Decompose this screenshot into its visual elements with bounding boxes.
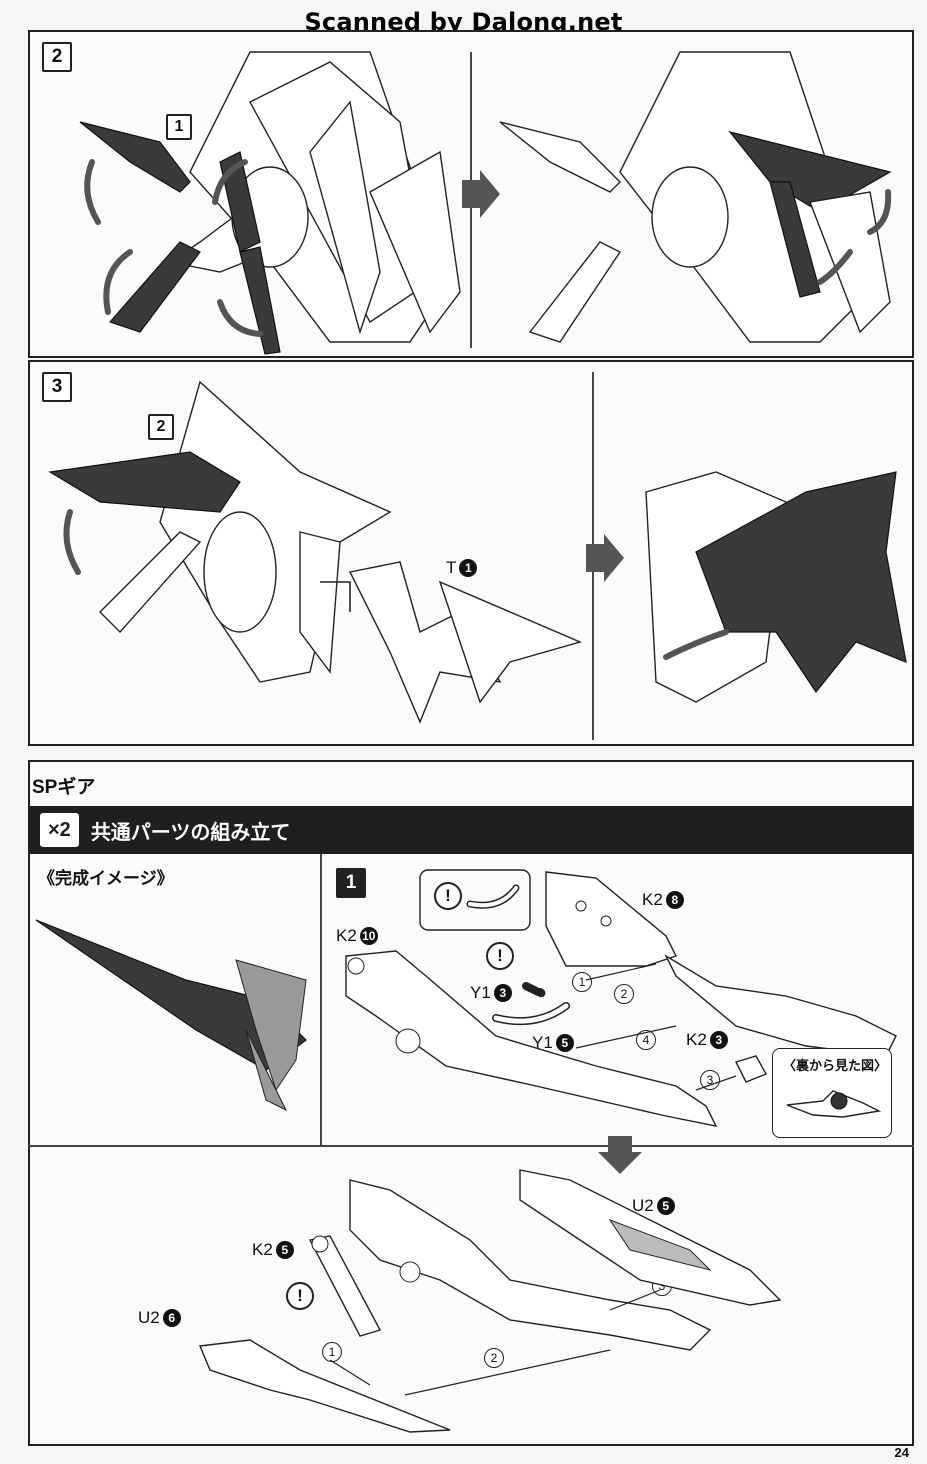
- sp-gear-panel: [28, 760, 914, 1446]
- warning-icon-y1: !: [486, 942, 514, 970]
- step-3-after-illustration: [645, 471, 907, 703]
- sp-gear-section-title: SPギア: [32, 777, 96, 798]
- step-3-before-illustration: [48, 380, 583, 724]
- step-1-parts-illustration: [345, 871, 897, 1127]
- step-2-sub-ref: 1: [166, 114, 192, 140]
- warning-icon-hose: !: [434, 882, 462, 910]
- order-mark-3: 3: [700, 1070, 720, 1090]
- sp-gear-multiplier: ×2: [40, 813, 79, 847]
- part-y1-5: Y1 5: [532, 1033, 574, 1053]
- order-mark-2: 2: [614, 984, 634, 1004]
- completed-image-illustration: [35, 919, 307, 1112]
- step-3-panel: 3 2 T 1: [28, 360, 914, 746]
- sp-step-1-number: 1: [336, 868, 366, 898]
- step-2-after-illustration: [499, 51, 892, 343]
- part-y1-3: Y1 3: [470, 983, 512, 1003]
- step-2-panel: 2 1: [28, 30, 914, 358]
- step-1-lower-divider: [28, 1145, 914, 1147]
- page-number: 24: [894, 1445, 909, 1460]
- back-view-illustration: [786, 1090, 882, 1118]
- step-2-number: 2: [42, 42, 72, 72]
- warning-icon-k2-5: !: [286, 1282, 314, 1310]
- lower-order-mark-2: 2: [484, 1348, 504, 1368]
- completed-image-caption: 《完成イメージ》: [38, 869, 174, 888]
- order-mark-1: 1: [572, 972, 592, 992]
- back-view-caption: 〈裏から見た図〉: [783, 1058, 888, 1073]
- sp-gear-subtitle-band: ×2 共通パーツの組み立て: [28, 806, 912, 854]
- part-k2-8: K2 8: [642, 890, 684, 910]
- part-u2-6: U2 6: [138, 1308, 181, 1328]
- down-arrow: [598, 1136, 642, 1174]
- step-1-lower-illustration: [198, 1169, 782, 1433]
- step-3-next-arrow: [586, 534, 624, 582]
- part-k2-5: K2 5: [252, 1240, 294, 1260]
- step-2-next-arrow: [462, 170, 500, 218]
- step-3-part-code: T: [446, 558, 457, 577]
- step-2-before-illustration: [79, 51, 461, 355]
- part-k2-3: K2 3: [686, 1030, 728, 1050]
- step-3-part-number: 1: [459, 559, 478, 577]
- step-3-sub-ref: 2: [148, 414, 174, 440]
- sp-gear-subtitle: 共通パーツの組み立て: [90, 821, 291, 844]
- step-3-part-label: T 1: [446, 558, 478, 578]
- back-view-callout: 〈裏から見た図〉: [772, 1048, 892, 1138]
- image-panel-divider: [320, 854, 322, 1146]
- order-mark-4: 4: [636, 1030, 656, 1050]
- hose-callout: [419, 869, 531, 931]
- part-k2-10: K2 10: [336, 926, 378, 946]
- part-u2-5: U2 5: [632, 1196, 675, 1216]
- step-3-number: 3: [42, 372, 72, 402]
